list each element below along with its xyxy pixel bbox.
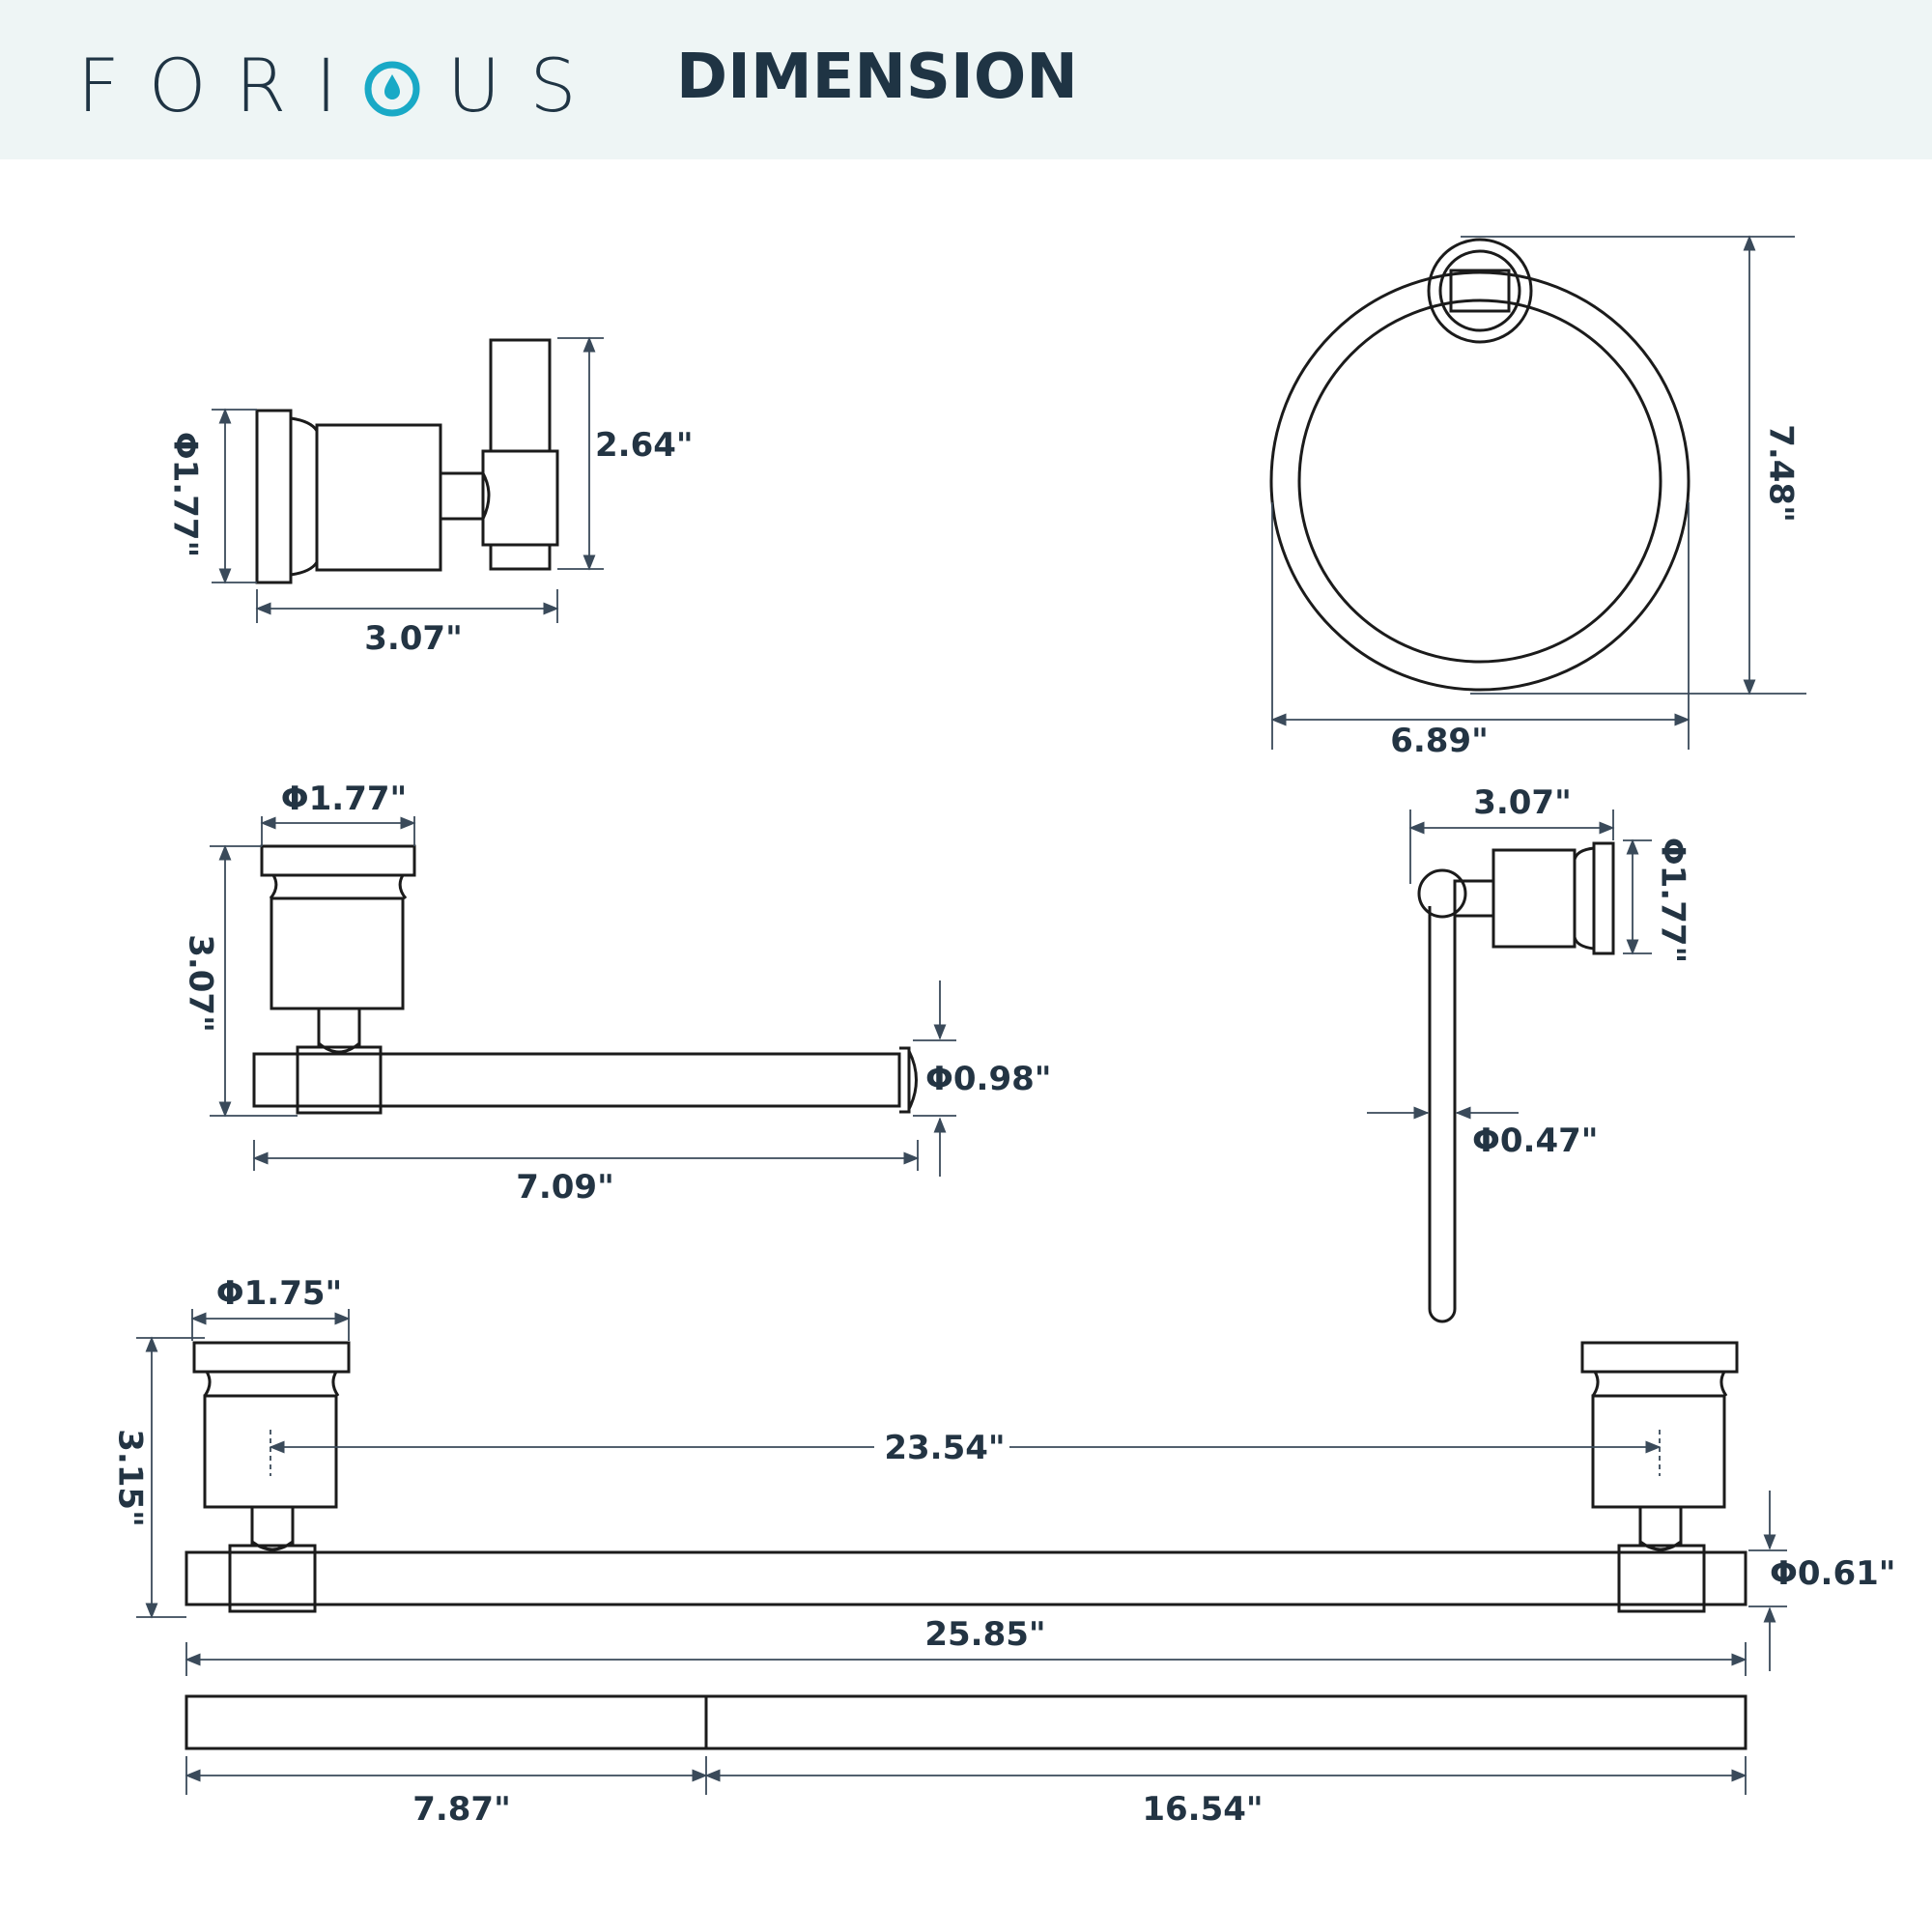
hand-bar-dimensions: [1367, 810, 1652, 1120]
towel-ring: [1269, 238, 1690, 692]
hook-post-lower: [489, 543, 552, 571]
holder-stem: [317, 1007, 361, 1049]
right-joint: [1617, 1544, 1706, 1613]
holder-base-diameter-label: Φ1.77": [281, 780, 408, 818]
ring-outer: [1269, 270, 1690, 692]
bar-hook-arm: [1453, 879, 1495, 918]
brand-logo: FORI US: [77, 37, 606, 133]
robe-hook: [255, 338, 559, 584]
hook-body: [315, 423, 442, 572]
right-base-plate: [1580, 1341, 1739, 1374]
left-stem: [250, 1505, 295, 1548]
hook-post-block: [481, 449, 559, 547]
right-stem: [1638, 1505, 1683, 1548]
hook-base-neck: [290, 416, 319, 577]
bar-hook-base-neck: [1573, 846, 1595, 951]
towel-bar-overall-length-label: 25.85": [924, 1615, 1045, 1654]
towel-bar-base-diameter-label: Φ1.75": [216, 1274, 343, 1313]
ring-width-label: 6.89": [1390, 722, 1489, 760]
rod-section-left: [185, 1694, 708, 1750]
towel-bar: [185, 1341, 1747, 1750]
ring-inner: [1297, 298, 1662, 664]
hook-base-plate: [255, 409, 293, 584]
right-mount-body: [1591, 1394, 1726, 1509]
hook-height-label: 2.64": [595, 426, 694, 465]
holder-rod: [252, 1052, 901, 1108]
hook-dimensions: [212, 336, 604, 623]
page-title: DIMENSION: [676, 42, 1078, 113]
holder-length-label: 7.09": [516, 1168, 614, 1207]
holder-rod-diameter-label: Φ0.98": [925, 1060, 1052, 1098]
water-drop-icon: [364, 61, 420, 117]
left-base-neck: [203, 1371, 340, 1397]
right-stem-cap: [1639, 1540, 1682, 1551]
left-stem-cap: [251, 1540, 294, 1551]
hook-post-upper: [489, 338, 552, 453]
hook-length-label: 3.07": [364, 619, 463, 658]
holder-joint: [296, 1045, 383, 1115]
towel-bar-rod-diameter-label: Φ0.61": [1770, 1554, 1896, 1593]
towel-bar-center-distance-label: 23.54": [884, 1429, 1005, 1467]
ring-mount-clip: [1449, 269, 1511, 313]
right-base-neck: [1591, 1371, 1728, 1397]
left-base-plate: [192, 1341, 351, 1374]
holder-dimensions: [210, 816, 956, 1177]
bar-hook-rod: [1428, 906, 1457, 1323]
bar-hook-base-plate: [1592, 841, 1615, 955]
towel-bar-dimensions: [136, 1309, 1787, 1795]
holder-base-plate: [260, 844, 416, 877]
left-joint: [228, 1544, 317, 1613]
header-banner: FORI US DIMENSION: [0, 0, 1932, 159]
ring-mount-inner: [1438, 249, 1521, 332]
hand-bar-rod-diameter-label: Φ0.47": [1472, 1122, 1599, 1160]
holder-height-label: 3.07": [182, 934, 220, 1033]
holder-end-cap: [899, 1046, 918, 1114]
hand-bar-projection-label: 3.07": [1473, 783, 1572, 822]
rod-section-right: [704, 1694, 1747, 1750]
towel-bar-long-section-label: 16.54": [1142, 1790, 1263, 1829]
towel-bar-short-section-label: 7.87": [412, 1790, 511, 1829]
bar-hook-body: [1492, 848, 1577, 949]
paper-holder: [252, 844, 918, 1115]
ring-height-label: 7.48": [1762, 424, 1801, 523]
brand-name-start: FORI: [77, 42, 366, 128]
holder-base-neck: [269, 874, 408, 899]
holder-body: [270, 896, 405, 1010]
hand-towel-bar: [1417, 841, 1615, 1323]
towel-bar-height-label: 3.15": [111, 1429, 150, 1527]
ring-mount-outer: [1427, 238, 1533, 344]
bar-hook-pivot: [1417, 868, 1467, 919]
ring-dimensions: [1270, 235, 1806, 750]
towel-bar-rod: [185, 1550, 1747, 1606]
hand-bar-base-diameter-label: Φ1.77": [1654, 838, 1692, 964]
hook-diameter-label: Φ1.77": [166, 432, 205, 558]
brand-name-end: US: [446, 42, 606, 128]
